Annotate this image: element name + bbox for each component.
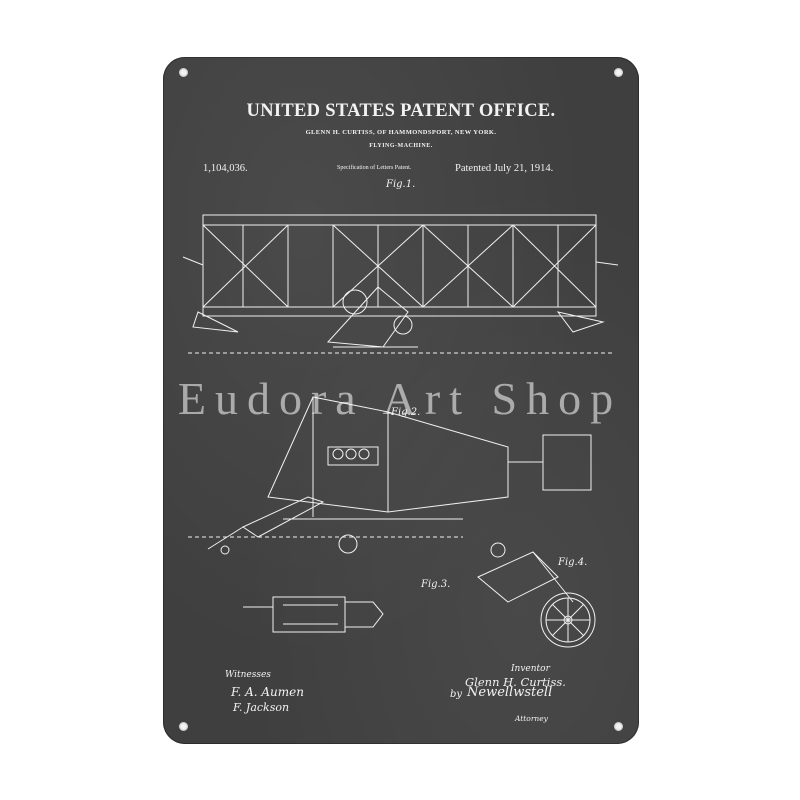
mounting-hole-top-right bbox=[614, 68, 623, 77]
patent-number: 1,104,036. bbox=[203, 163, 248, 174]
by-label: by bbox=[450, 689, 463, 700]
inventor-label: Inventor bbox=[511, 664, 550, 674]
metal-sign: UNITED STATES PATENT OFFICE. GLENN H. CU… bbox=[163, 57, 639, 744]
figure-3-detail-drawing bbox=[243, 596, 384, 633]
figure-2-label: Fig.2. bbox=[391, 407, 421, 418]
patent-date: Patented July 21, 1914. bbox=[455, 163, 554, 174]
mounting-hole-bottom-right bbox=[614, 722, 623, 731]
figure-2-hull-drawing bbox=[207, 396, 592, 555]
figure-4-wheel-drawing bbox=[477, 542, 596, 648]
patent-office-heading: UNITED STATES PATENT OFFICE. bbox=[246, 101, 556, 121]
witnesses-label: Witnesses bbox=[225, 670, 271, 680]
witness-1-signature: F. A. Aumen bbox=[231, 685, 304, 699]
figure-1-biplane-drawing bbox=[182, 214, 619, 348]
figure-4-label: Fig.4. bbox=[558, 557, 588, 568]
witness-2-signature: F. Jackson bbox=[233, 701, 290, 714]
inventor-line: GLENN H. CURTISS, OF HAMMONDSPORT, NEW Y… bbox=[305, 129, 497, 136]
figure-1-label: Fig.1. bbox=[386, 179, 416, 190]
patent-subject: FLYING-MACHINE. bbox=[369, 143, 433, 149]
mounting-hole-bottom-left bbox=[179, 722, 188, 731]
specification-label: Specification of Letters Patent. bbox=[337, 165, 412, 171]
attorney-label: Attorney bbox=[515, 714, 548, 723]
attorney-signature: Newellwstell bbox=[467, 685, 553, 700]
inventor-signature: Glenn H. Curtiss. bbox=[465, 675, 566, 689]
patent-drawing bbox=[182, 214, 619, 648]
mounting-hole-top-left bbox=[179, 68, 188, 77]
figure-3-label: Fig.3. bbox=[421, 579, 451, 590]
